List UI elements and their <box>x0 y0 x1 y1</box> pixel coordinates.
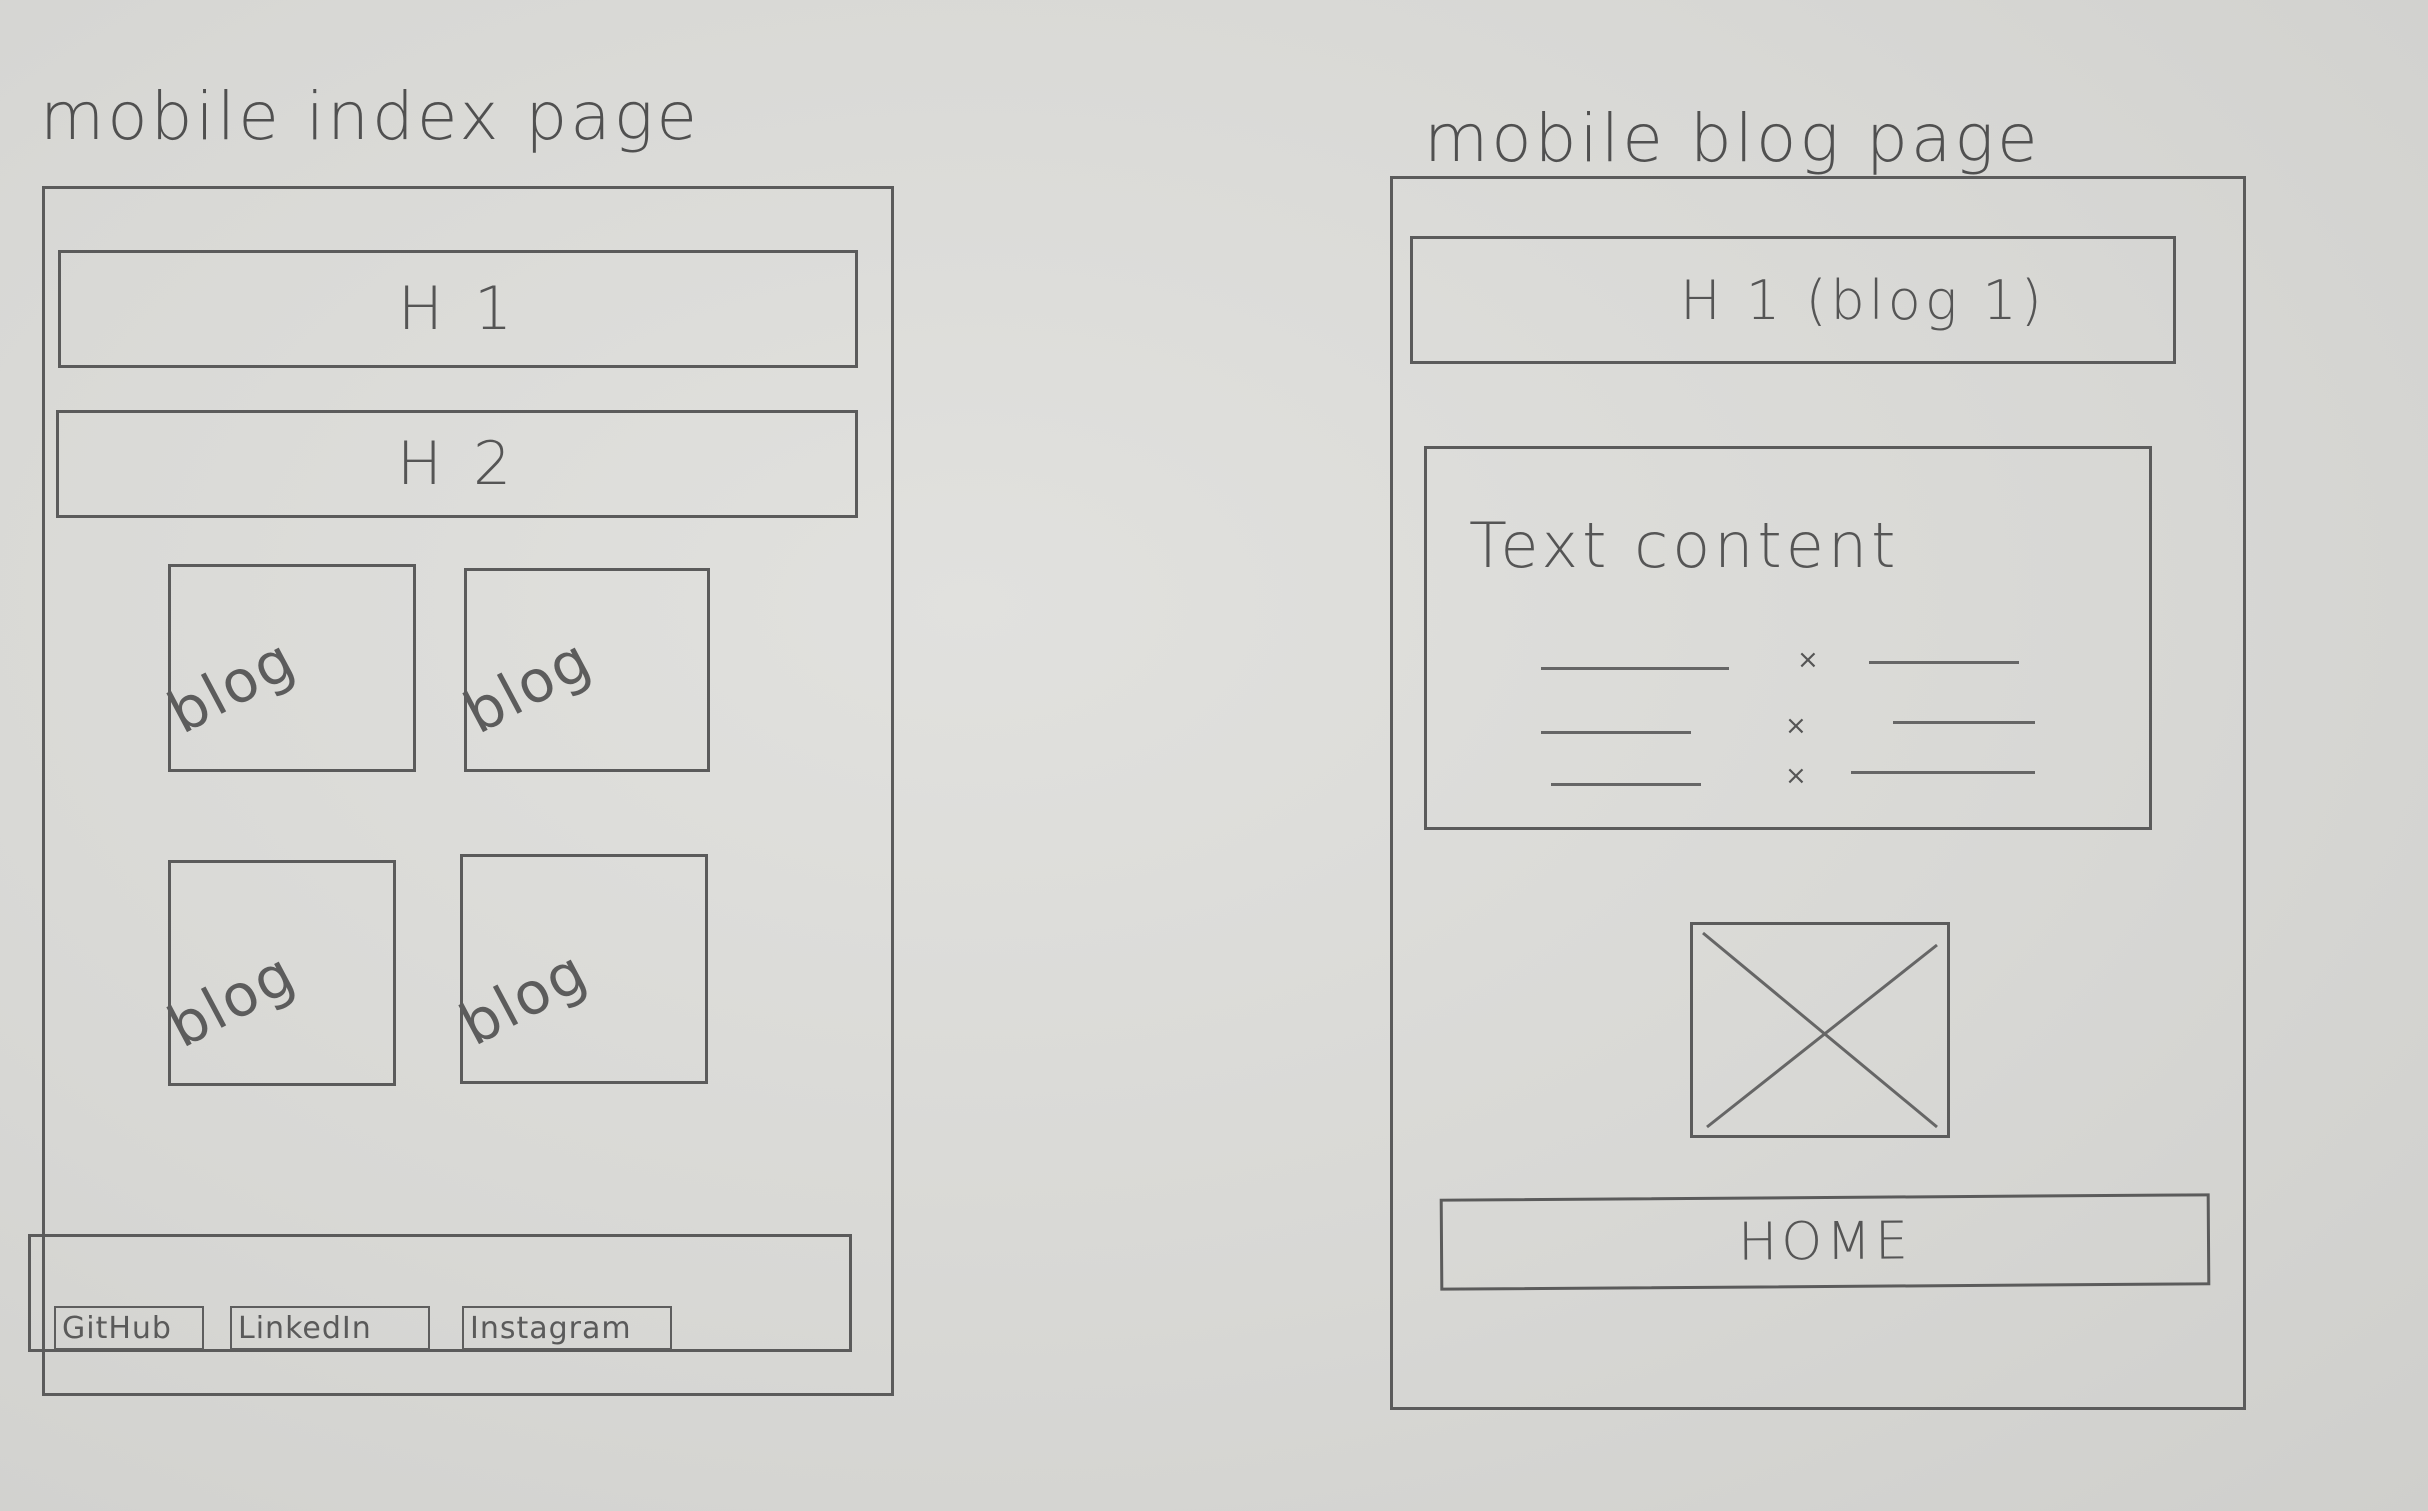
text-content-label: Text content <box>1469 509 1900 582</box>
github-link[interactable]: GitHub <box>54 1306 204 1350</box>
instagram-link[interactable]: Instagram <box>462 1306 672 1350</box>
blog-card[interactable]: blog <box>449 854 708 1084</box>
blog-h1-label: H 1 (blog 1) <box>1680 268 2046 332</box>
index-h2-header: H 2 <box>56 410 858 518</box>
blog-card[interactable]: blog <box>157 860 396 1086</box>
blog-card-label: blog <box>453 624 603 747</box>
bullet-mark: × <box>1785 761 1807 791</box>
bullet-mark: × <box>1785 711 1807 741</box>
bullet-mark: × <box>1797 645 1819 675</box>
index-h1-header: H 1 <box>58 250 858 368</box>
text-line <box>1541 731 1691 734</box>
image-placeholder-icon <box>1690 922 1950 1138</box>
blog-card-label: blog <box>449 936 599 1059</box>
text-line <box>1541 667 1729 670</box>
index-page-caption: mobile index page <box>40 78 700 155</box>
blog-card-label: blog <box>157 938 307 1061</box>
text-line <box>1869 661 2019 664</box>
blog-page-caption: mobile blog page <box>1424 100 2041 177</box>
home-button[interactable]: HOME <box>1439 1193 2211 1291</box>
index-footer <box>28 1234 852 1352</box>
index-phone-frame <box>42 186 894 1396</box>
text-line <box>1551 783 1701 786</box>
text-line <box>1893 721 2035 724</box>
text-content-box: Text content × × × <box>1424 446 2152 830</box>
blog-card[interactable]: blog <box>453 568 710 772</box>
blog-card-label: blog <box>157 624 307 747</box>
index-h2-label: H 2 <box>396 429 518 499</box>
text-line <box>1851 771 2035 774</box>
home-button-label: HOME <box>1737 1211 1913 1273</box>
linkedin-link[interactable]: LinkedIn <box>230 1306 430 1350</box>
blog-card[interactable]: blog <box>157 564 416 772</box>
blog-phone-frame <box>1390 176 2246 1410</box>
blog-h1-header: H 1 (blog 1) <box>1410 236 2176 364</box>
index-h1-label: H 1 <box>397 274 519 344</box>
